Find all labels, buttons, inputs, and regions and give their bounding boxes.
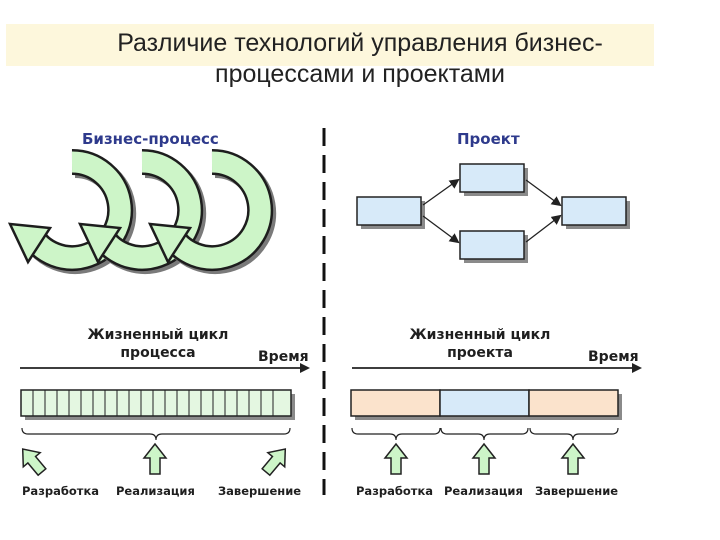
process-lifecycle-line-1: Жизненный цикл <box>87 327 229 343</box>
phase-implementation <box>439 389 530 417</box>
project-time-label: Время <box>588 349 639 365</box>
project-stage-implementation: Реализация <box>444 484 523 498</box>
process-stage-completion: Завершение <box>218 484 302 498</box>
title-line-2: процессами и проектами <box>215 60 505 88</box>
up-arrow-icon-left-2 <box>142 442 168 475</box>
process-cycles <box>7 148 277 274</box>
process-lifecycle-bar <box>20 389 295 420</box>
process-lifecycle-label: Жизненный цикл процесса <box>78 326 238 362</box>
project-braces <box>351 427 619 441</box>
flow-arrow-3 <box>525 179 562 207</box>
up-arrow-icon-right-3 <box>560 442 586 475</box>
project-box-bottom <box>459 230 525 260</box>
phase-completion <box>528 389 619 417</box>
project-box-top <box>459 163 525 193</box>
phase-development <box>350 389 441 417</box>
process-stage-development: Разработка <box>22 484 100 498</box>
page-title: Различие технологий управления бизнес- п… <box>0 28 720 90</box>
project-lifecycle-line-1: Жизненный цикл <box>409 327 551 343</box>
up-arrow-icon-left-1 <box>21 448 47 477</box>
flow-arrow-2 <box>422 215 460 244</box>
project-heading: Проект <box>457 130 520 148</box>
project-box-left <box>356 196 422 226</box>
process-stage-implementation: Реализация <box>116 484 195 498</box>
project-stage-completion: Завершение <box>535 484 619 498</box>
title-line-1: Различие технологий управления бизнес- <box>117 29 603 57</box>
process-cell-dividers <box>32 390 274 416</box>
title-band <box>6 24 654 66</box>
project-box-right <box>561 196 627 226</box>
project-lifecycle-line-2: проекта <box>447 345 513 361</box>
project-lifecycle-bar <box>350 389 622 420</box>
process-braces <box>21 427 291 441</box>
cycle-arrow-icon-3 <box>147 148 277 274</box>
project-lifecycle-label: Жизненный цикл проекта <box>400 326 560 362</box>
project-network <box>356 163 630 263</box>
project-stage-development: Разработка <box>356 484 434 498</box>
process-heading: Бизнес-процесс <box>82 130 219 148</box>
up-arrow-icon-right-2 <box>471 442 497 475</box>
flow-arrow-1 <box>422 178 460 206</box>
process-time-label: Время <box>258 349 309 365</box>
up-arrow-icon-left-3 <box>261 448 287 477</box>
up-arrow-icon-right-1 <box>383 442 409 475</box>
flow-arrow-4 <box>525 214 562 243</box>
process-lifecycle-line-2: процесса <box>120 345 196 361</box>
